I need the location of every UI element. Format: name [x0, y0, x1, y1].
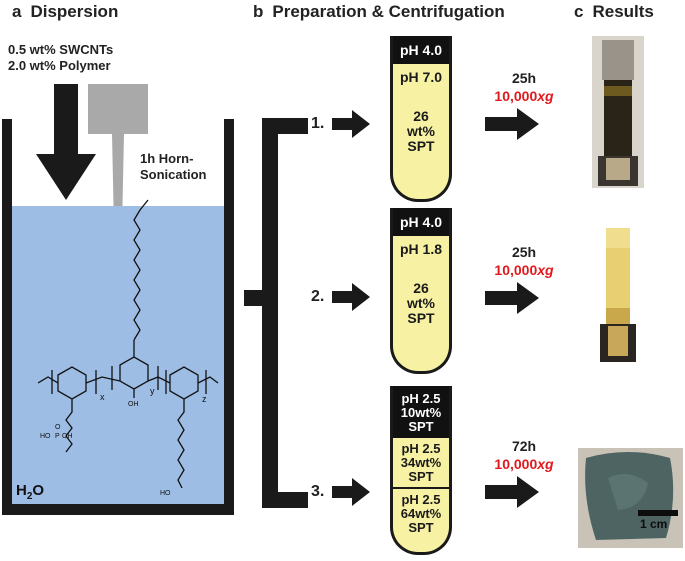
tube-1-top-layer: pH 4.0: [393, 36, 449, 64]
step-3-force: 10,000xg: [494, 456, 554, 472]
panel-a-header: a Dispersion: [12, 2, 118, 22]
tube-step-3: pH 2.5 10wt% SPT pH 2.5 34wt% SPT pH 2.5…: [390, 386, 452, 555]
tube-2-density-unit: wt%: [407, 295, 435, 311]
tube-3-top-ph: pH 2.5: [401, 391, 441, 406]
phosphate-p-label: P: [55, 433, 60, 440]
panel-a-letter: a: [12, 2, 22, 21]
beaker-right-wall: [224, 119, 234, 515]
repeat-z-label: z: [202, 394, 207, 404]
step-3-time: 72h: [511, 438, 537, 454]
phosphate-ho-label: HO: [40, 433, 51, 440]
phosphate-oh-label: OH: [62, 433, 73, 440]
step-1-arrow: [332, 110, 370, 138]
step-2-number: 2.: [311, 288, 325, 305]
result-photo-2: [598, 228, 638, 368]
repeat-y-label: y: [150, 386, 155, 396]
polymer-structure: x y z OH HO P OH O HO: [37, 199, 219, 497]
panel-b-title: Preparation & Centrifugation: [272, 2, 505, 21]
tube-1-density-value: 26: [413, 108, 429, 124]
tube-2-top-layer: pH 4.0: [393, 208, 449, 236]
beaker-left-wall: [2, 119, 12, 515]
step-3-result-arrow: [485, 476, 539, 508]
tube-step-2: pH 4.0 pH 1.8 26 wt% SPT: [390, 208, 452, 374]
distribution-bracket: [244, 118, 308, 508]
tube-3-bottom-layer: pH 2.5 64wt% SPT: [393, 487, 449, 539]
tube-3-top-layer: pH 2.5 10wt% SPT: [393, 386, 449, 438]
scale-bar: [638, 510, 678, 516]
dispersion-composition: 0.5 wt% SWCNTs 2.0 wt% Polymer: [8, 42, 113, 74]
tube-3-middle-density: 34wt%: [400, 455, 442, 470]
step-2-result-arrow: [485, 282, 539, 314]
step-2-time: 25h: [511, 244, 537, 260]
panel-c-title: Results: [592, 2, 654, 21]
addition-arrow: [36, 84, 96, 200]
tube-3-top-medium: SPT: [408, 419, 434, 434]
sonication-duration: 1h Horn-: [140, 151, 194, 166]
panel-b-header: b Preparation & Centrifugation: [253, 2, 505, 22]
repeat-x-label: x: [100, 392, 105, 402]
tube-3-middle-layer: pH 2.5 34wt% SPT: [393, 438, 449, 487]
step-1-time: 25h: [511, 70, 537, 86]
solvent-label: H2O: [16, 482, 45, 502]
tube-2-middle-layer: pH 1.8: [399, 241, 442, 257]
step-1-result-arrow: [485, 108, 539, 140]
tube-3-middle-medium: SPT: [408, 469, 434, 484]
tube-3-bottom-medium: SPT: [408, 520, 434, 535]
sonication-method: Sonication: [140, 167, 207, 182]
polymer-concentration: 2.0 wt% Polymer: [8, 58, 111, 73]
tube-3-bottom-ph: pH 2.5: [401, 492, 441, 507]
result-photo-3: 1 cm: [578, 448, 683, 548]
phosphate-o-label: O: [55, 424, 61, 431]
panel-b-letter: b: [253, 2, 264, 21]
step-1-force: 10,000xg: [494, 88, 554, 104]
tube-3-bottom-density: 64wt%: [400, 506, 442, 521]
step-3-arrow: [332, 478, 370, 506]
tube-1-density-medium: SPT: [407, 138, 435, 154]
tube-1-middle-layer: pH 7.0: [399, 69, 442, 85]
tube-2-density-medium: SPT: [407, 310, 435, 326]
result-photo-1: [592, 36, 644, 188]
scale-bar-label: 1 cm: [640, 517, 667, 531]
tube-3-top-density: 10wt%: [400, 405, 442, 420]
panel-c-header: c Results: [574, 2, 654, 22]
hydroxyl-label: OH: [128, 401, 139, 408]
tube-3-middle-ph: pH 2.5: [401, 441, 441, 456]
sonication-label: 1h Horn- Sonication: [140, 151, 206, 183]
step-2-arrow: [332, 283, 370, 311]
water-fill: [12, 206, 224, 504]
panel-c-letter: c: [574, 2, 584, 21]
step-2-force: 10,000xg: [494, 262, 554, 278]
step-1-number: 1.: [311, 115, 325, 132]
tube-1-density-unit: wt%: [407, 123, 435, 139]
tube-2-density-value: 26: [413, 280, 429, 296]
tube-step-1: pH 4.0 pH 7.0 26 wt% SPT: [390, 36, 452, 202]
step-3-number: 3.: [311, 483, 325, 500]
panel-a-title: Dispersion: [30, 2, 119, 21]
swcnt-concentration: 0.5 wt% SWCNTs: [8, 42, 114, 57]
beaker-bottom: [2, 504, 234, 515]
oeg-end-label: HO: [160, 490, 171, 497]
